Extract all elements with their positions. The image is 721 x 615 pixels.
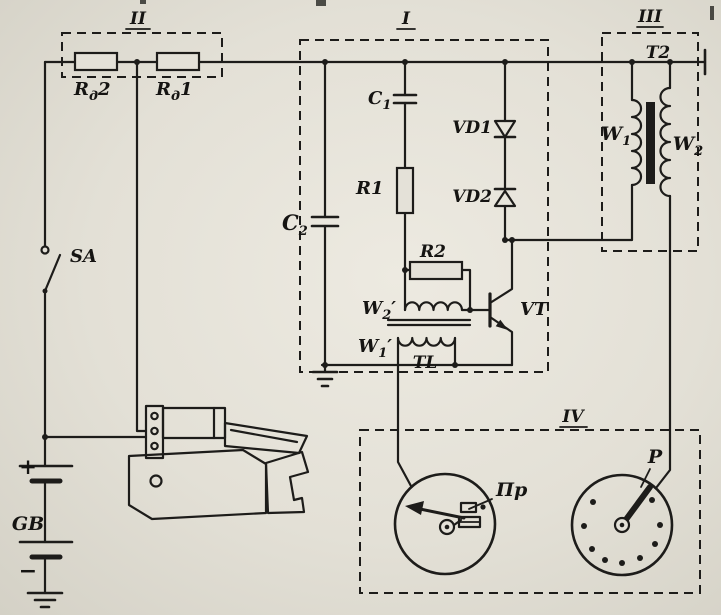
label-breaker: Пр [495,479,528,501]
winding-w1 [630,98,643,187]
breaker-leader-line [468,498,493,510]
label-block-iii: III [637,7,663,27]
capacitor-c2 [310,215,340,228]
block-i-boundary [299,39,549,373]
resistor-rd2 [73,51,119,72]
transistor-vt [488,238,514,367]
wire-hv-to-distributor [654,194,672,490]
label-vd1: VD1 [452,118,492,138]
label-block-i: I [401,9,411,29]
resistor-r1 [395,166,415,215]
label-tl: TL [413,353,438,373]
wiring [43,48,707,595]
winding-w1-prime [396,336,457,347]
label-vt: VT [520,299,549,320]
resistor-r2 [408,260,464,281]
label-vd2: VD2 [452,187,492,207]
scan-artifacts [140,0,714,20]
battery-gb [18,464,74,560]
wire-tl-to-breaker [396,336,413,488]
label-w2: W2 [673,133,703,159]
junction-dots [42,59,673,440]
label-block-ii: II [129,9,147,29]
label-w1-prime: W1′ [358,336,392,361]
winding-w2 [659,86,672,198]
diode-vd1 [493,119,517,139]
resistor-rd1 [155,51,201,72]
t2-core [646,102,655,184]
ignition-coil-illustration [127,404,310,521]
label-w1: W1 [601,123,631,149]
diode-vd2 [493,187,517,208]
label-c2: C2 [282,210,308,239]
block-ii-boundary [61,32,223,78]
transformer-t2 [630,86,672,198]
ground-symbol-battery [26,591,64,609]
distributor-p [570,468,674,577]
label-w2-prime: W2′ [362,298,396,323]
block-iii-boundary [601,32,699,252]
block-iv-boundary [359,429,701,594]
capacitor-c1 [392,93,418,105]
label-rd2: Rд2 [73,79,111,104]
breaker-arrow [405,501,424,515]
label-distributor: P [647,446,663,468]
label-block-iv: IV [561,407,585,427]
switch-sa [40,245,62,293]
transformer-tl [386,301,472,347]
wire-collector-node [503,183,634,242]
winding-w2-prime [403,301,464,312]
label-gb: GB [12,513,44,535]
label-rd1: Rд1 [155,79,193,104]
breaker-pr [393,472,497,576]
label-r1: R1 [355,178,383,199]
wire-r2-right [460,268,472,312]
label-c1: C1 [368,88,391,113]
label-battery-minus: − [19,558,37,584]
wire-coil-feed [135,60,148,433]
ground-symbol-block-i [311,370,339,388]
label-r2: R2 [419,242,446,262]
label-battery-plus: + [19,454,37,479]
emitter-arrow [495,319,508,330]
label-t2: T2 [646,43,671,63]
distributor-leader-line [640,468,651,488]
label-sa: SA [70,246,97,267]
